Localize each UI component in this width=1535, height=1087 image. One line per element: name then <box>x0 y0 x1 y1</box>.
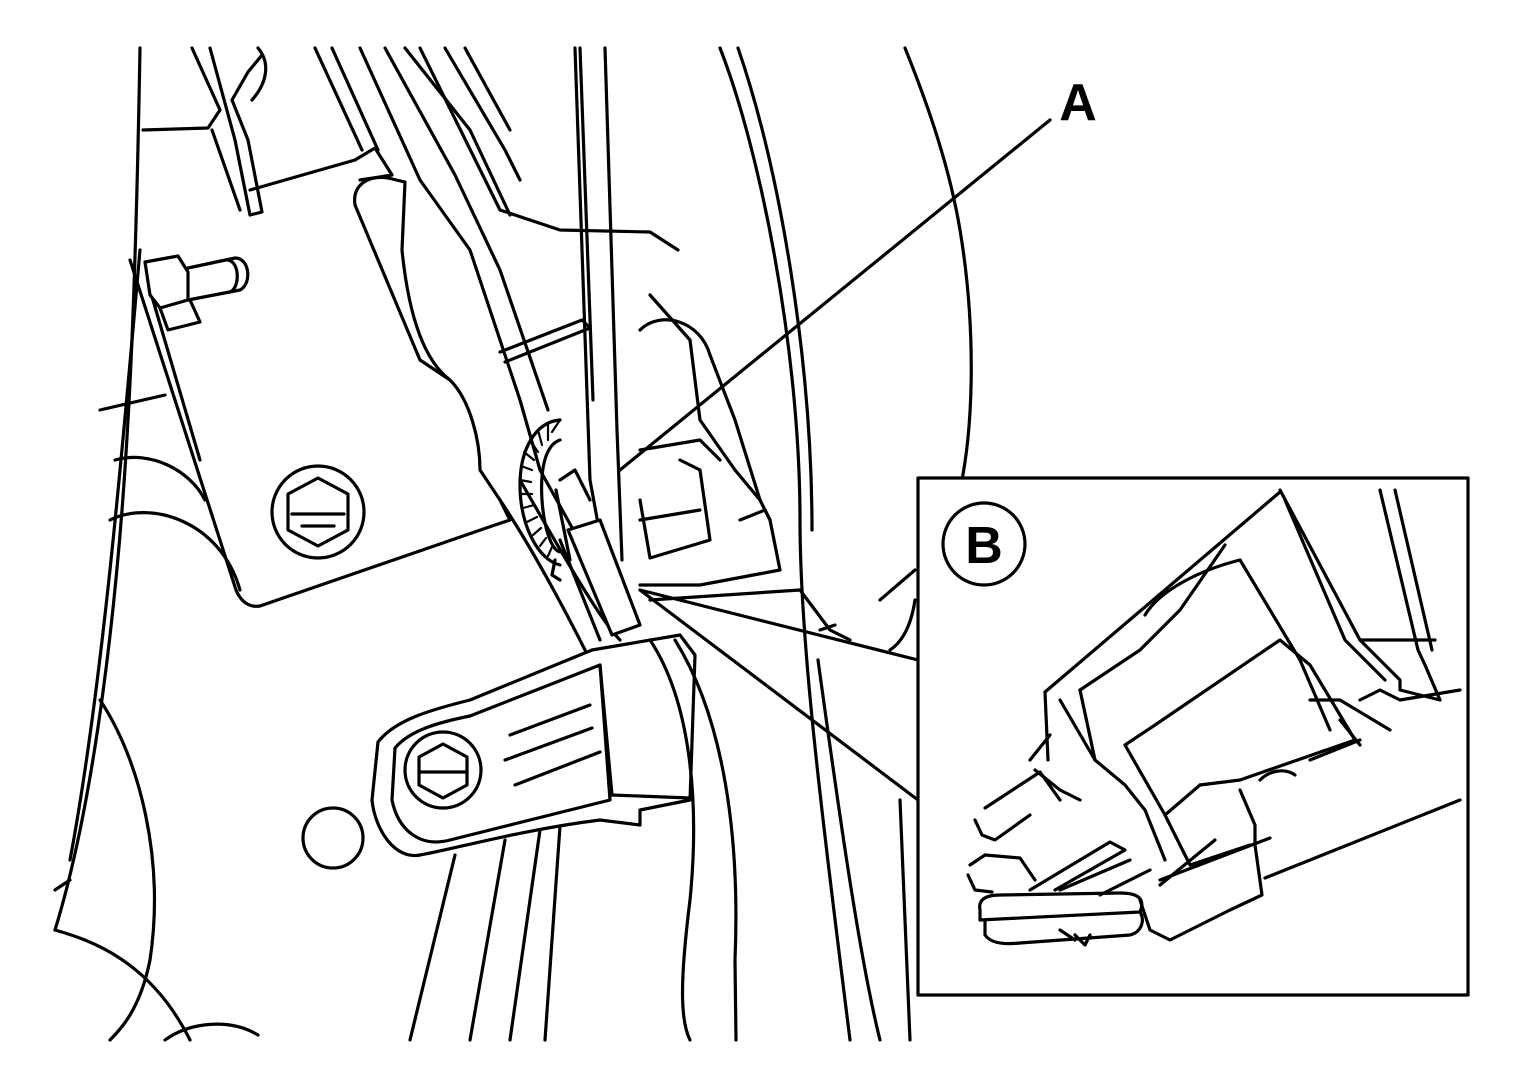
main-view: A <box>53 46 1097 1042</box>
callout-a-label: A <box>1059 74 1097 132</box>
callout-a-leader <box>618 118 1052 472</box>
magnifier-cone <box>638 588 920 802</box>
inset-b: B <box>916 476 1470 997</box>
stud-bolt <box>143 254 250 332</box>
callout-b-label: B <box>965 517 1003 575</box>
upper-bracket <box>208 46 394 217</box>
serrated-washer <box>518 418 562 582</box>
mounting-plate <box>128 175 512 608</box>
inset-drawing <box>966 488 1462 947</box>
lower-left-body <box>53 393 260 1042</box>
center-beam <box>358 46 680 562</box>
clip-tool <box>554 46 642 642</box>
link-arm <box>370 633 697 858</box>
locating-hole <box>301 806 365 870</box>
left-panel-edges <box>53 46 222 932</box>
body-panel-curves <box>718 46 973 1042</box>
connector-housing <box>638 293 852 642</box>
callout-b-badge: B <box>941 501 1027 587</box>
plate-bolt <box>270 464 366 560</box>
